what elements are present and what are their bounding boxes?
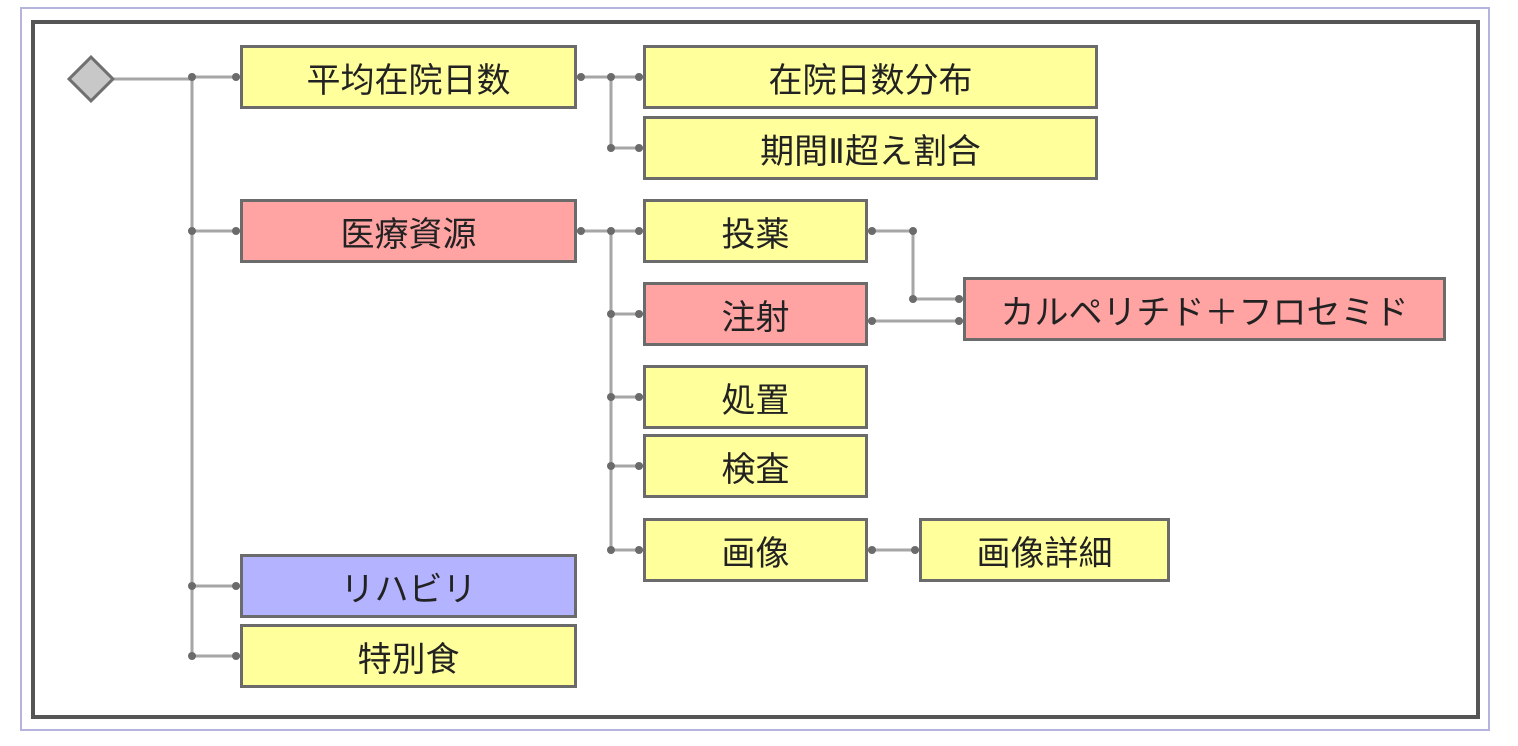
node-avg-stay[interactable]: 平均在院日数 [240,45,577,109]
node-rehab[interactable]: リハビリ [240,554,577,618]
link-medication-combo [868,229,963,301]
node-drug-combination[interactable]: カルペリチド＋フロセミド [963,277,1446,341]
node-procedure[interactable]: 処置 [643,365,868,429]
node-imaging[interactable]: 画像 [643,518,868,582]
node-medication[interactable]: 投薬 [643,199,868,263]
node-injection[interactable]: 注射 [643,282,868,346]
node-imaging-detail[interactable]: 画像詳細 [919,518,1170,582]
node-test[interactable]: 検査 [643,434,868,498]
node-medical-resources[interactable]: 医療資源 [240,199,577,263]
junction-dots [188,73,963,660]
node-period-ratio[interactable]: 期間Ⅱ超え割合 [643,116,1098,180]
node-special-meal[interactable]: 特別食 [240,624,577,688]
node-stay-distribution[interactable]: 在院日数分布 [643,45,1098,109]
